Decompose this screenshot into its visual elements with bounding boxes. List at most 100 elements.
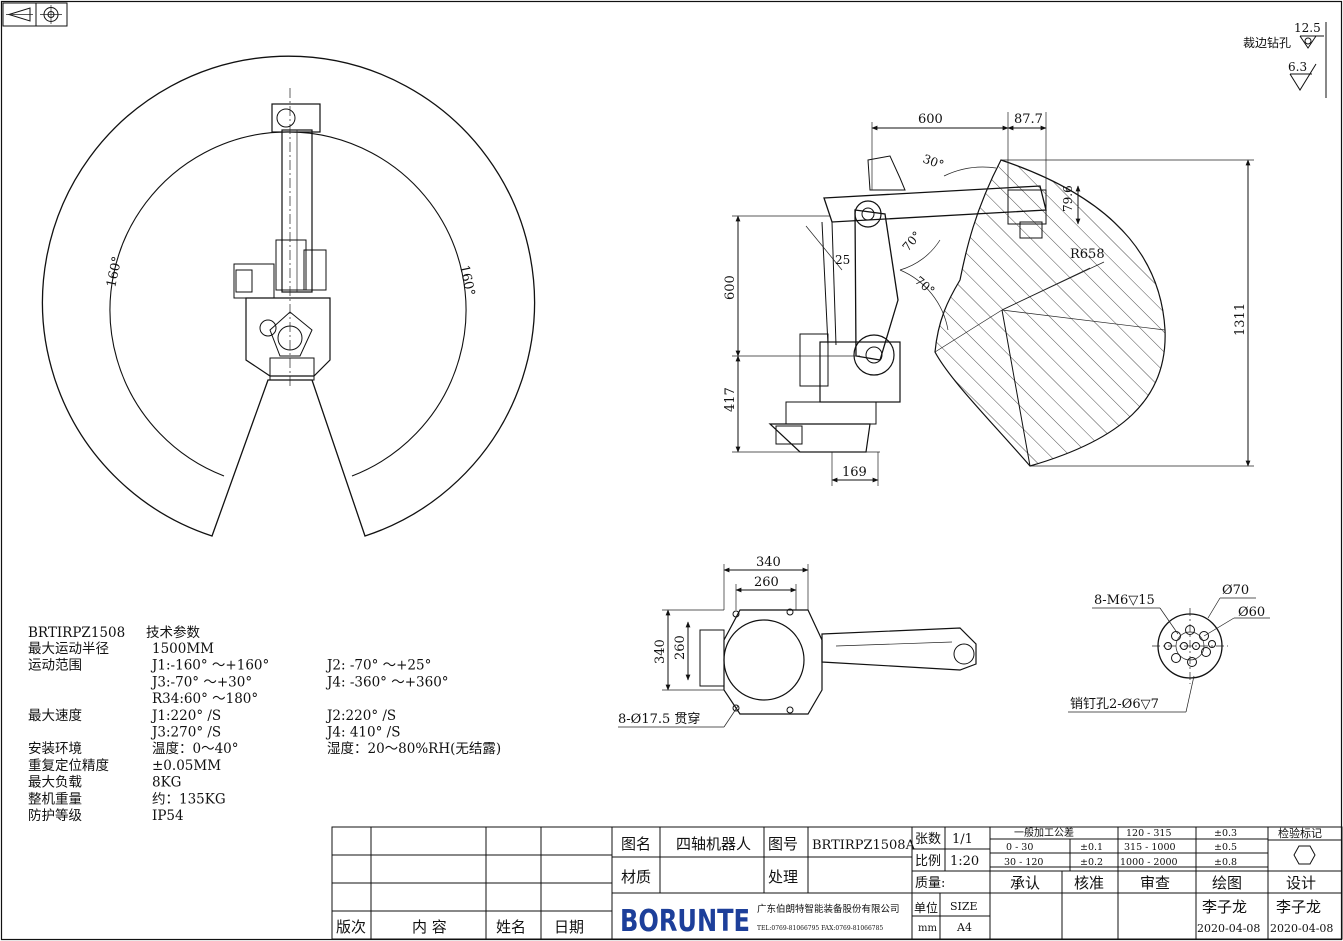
spec-row-0-label: 最大运动半径 bbox=[28, 641, 109, 657]
finish-main-value: 12.5 bbox=[1294, 21, 1321, 35]
spec-row-5-value1: J3:270° /S bbox=[150, 725, 221, 741]
flange-d-outer: Ø70 bbox=[1222, 583, 1249, 598]
dim-total-height: 1311 bbox=[1233, 303, 1248, 336]
spec-row-1-label: 运动范围 bbox=[28, 658, 82, 674]
inspection-hexagon bbox=[1293, 845, 1316, 865]
dim-base-inner-w: 260 bbox=[754, 575, 779, 590]
label-unit: 单位 bbox=[914, 900, 938, 915]
tol-val-2: ±0.3 bbox=[1214, 828, 1237, 839]
spec-row-8-value1: 8KG bbox=[152, 775, 181, 791]
top-view: 160° 160° bbox=[41, 55, 536, 537]
role-verify: 核准 bbox=[1074, 874, 1104, 892]
label-treatment: 处理 bbox=[768, 868, 798, 886]
finish-main-note: 裁边钻孔 bbox=[1243, 35, 1291, 50]
dim-arm-length: 600 bbox=[918, 112, 943, 127]
rev-content: 内 容 bbox=[412, 918, 447, 936]
role-approve: 承认 bbox=[1010, 874, 1040, 892]
dim-offset: 87.7 bbox=[1014, 112, 1043, 127]
unit: mm bbox=[918, 923, 937, 934]
inner-range-arc bbox=[109, 131, 467, 477]
projection-symbol bbox=[2, 2, 68, 27]
tol-val-4: ±0.8 bbox=[1214, 857, 1237, 868]
spec-model: BRTIRPZ1508 bbox=[28, 625, 125, 641]
spec-row-10-value1: IP54 bbox=[152, 808, 184, 824]
flange-pin: 销钉孔2-Ø6▽7 bbox=[1070, 697, 1159, 712]
label-mass: 质量: bbox=[915, 876, 945, 891]
outer-range-arc bbox=[41, 55, 536, 537]
dim-base-height: 417 bbox=[723, 387, 738, 412]
scale: 1:20 bbox=[950, 854, 979, 869]
spec-row-4-value1: J1:220° /S bbox=[150, 708, 221, 724]
angle-right-label: 160° bbox=[456, 264, 477, 298]
finish-secondary-value: 6.3 bbox=[1288, 60, 1307, 74]
workspace-hatch bbox=[934, 159, 1166, 467]
angle-25: 25 bbox=[835, 253, 850, 267]
tol-range-1: 30 - 120 bbox=[1004, 857, 1043, 868]
dim-radius: R658 bbox=[1070, 247, 1105, 262]
rev-name: 姓名 bbox=[496, 918, 526, 936]
spec-row-9-value1: 约：135KG bbox=[152, 791, 226, 807]
spec-row-3-value1: R34:60° ～180° bbox=[152, 691, 258, 707]
role-draw: 绘图 bbox=[1212, 874, 1242, 892]
spec-row-7-value1: ±0.05MM bbox=[152, 758, 221, 774]
spec-row-2-value2: J4: -360° ～+360° bbox=[325, 674, 449, 690]
angle-30: 30° bbox=[921, 152, 946, 172]
spec-row-7-label: 重复定位精度 bbox=[28, 757, 109, 774]
drawer-name: 李子龙 bbox=[1202, 898, 1247, 916]
angle-left-label: 160° bbox=[104, 255, 125, 289]
company-name: 广东伯朗特智能装备股份有限公司 bbox=[757, 903, 900, 915]
flange-d-inner: Ø60 bbox=[1238, 605, 1265, 620]
robot-side-view bbox=[768, 155, 1047, 453]
dim-upper-height: 600 bbox=[723, 275, 738, 300]
label-drawing-name: 图名 bbox=[621, 835, 651, 853]
role-design: 设计 bbox=[1286, 874, 1316, 892]
flange-thread: 8-M6▽15 bbox=[1094, 593, 1155, 608]
label-size: SIZE bbox=[950, 900, 978, 913]
spec-row-10-label: 防护等级 bbox=[28, 807, 82, 824]
role-review: 审查 bbox=[1140, 874, 1170, 892]
spec-row-8-label: 最大负载 bbox=[28, 775, 82, 791]
flange-view: 8-M6▽15 Ø70 Ø60 销钉孔2-Ø6▽7 bbox=[1068, 583, 1270, 713]
dim-base-outer-w: 340 bbox=[756, 555, 781, 570]
tol-val-3: ±0.5 bbox=[1214, 842, 1237, 853]
company-logo: BORUNTE bbox=[620, 904, 750, 939]
surface-finish-marks: 12.5 裁边钻孔 6.3 bbox=[1243, 21, 1327, 98]
label-material: 材质 bbox=[621, 868, 651, 886]
base-view: 340 260 340 260 8-Ø17.5 贯穿 bbox=[618, 555, 977, 728]
robot-top-view bbox=[233, 88, 331, 388]
rev-version: 版次 bbox=[336, 918, 366, 936]
spec-row-0-value1: 1500MM bbox=[152, 641, 214, 657]
dim-base-outer-h: 340 bbox=[653, 639, 668, 664]
spec-row-9-label: 整机重量 bbox=[28, 791, 82, 807]
angle-70-upper: 70° bbox=[900, 229, 924, 254]
tol-range-0: 0 - 30 bbox=[1006, 842, 1033, 853]
tol-val-0: ±0.1 bbox=[1080, 842, 1103, 853]
design-date: 2020-04-08 bbox=[1270, 922, 1333, 935]
spec-row-6-label: 安装环境 bbox=[28, 741, 82, 757]
label-sheets: 张数 bbox=[915, 832, 941, 847]
spec-row-2-value1: J3:-70° ～+30° bbox=[150, 674, 252, 690]
spec-row-4-label: 最大速度 bbox=[28, 708, 82, 724]
label-inspection: 检验标记 bbox=[1278, 826, 1322, 840]
dim-base-inner-h: 260 bbox=[673, 635, 688, 660]
size: A4 bbox=[956, 921, 972, 934]
label-drawing-no: 图号 bbox=[768, 835, 798, 853]
base-holes-note: 8-Ø17.5 贯穿 bbox=[618, 711, 700, 727]
drawing-no: BRTIRPZ1508A bbox=[812, 838, 916, 853]
rev-date: 日期 bbox=[554, 918, 584, 936]
tol-val-1: ±0.2 bbox=[1080, 857, 1103, 868]
label-scale: 比例 bbox=[915, 854, 941, 869]
side-view: 600 87.7 79.6 600 417 169 1311 R658 30° … bbox=[723, 112, 1254, 486]
draw-date: 2020-04-08 bbox=[1197, 922, 1260, 935]
tolerance-title: 一般加工公差 bbox=[1014, 826, 1074, 839]
spec-row-1-value2: J2: -70° ～+25° bbox=[325, 658, 431, 674]
tol-range-3: 315 - 1000 bbox=[1124, 842, 1176, 853]
angle-70-lower: 70° bbox=[912, 274, 937, 298]
drawing-name: 四轴机器人 bbox=[676, 835, 751, 853]
spec-row-6-value2: 湿度：20～80%RH(无结露) bbox=[327, 741, 501, 757]
company-contact: TEL:0769-81066795 FAX:0769-81066785 bbox=[757, 925, 883, 932]
spec-row-6-value1: 温度：0～40° bbox=[152, 741, 239, 757]
